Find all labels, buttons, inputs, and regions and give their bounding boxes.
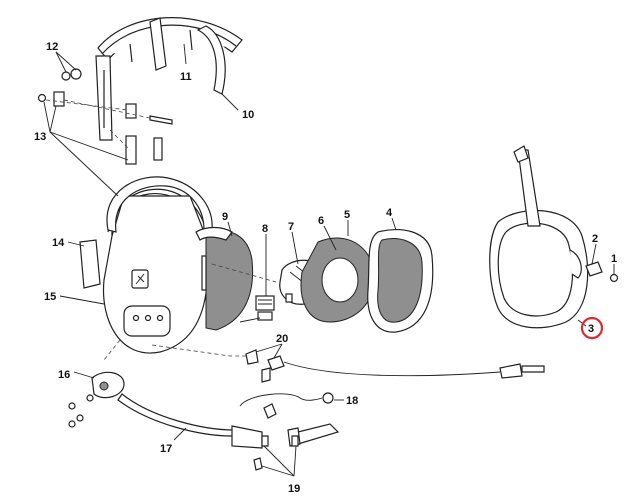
ear-cushion-part <box>367 229 434 333</box>
callout-16-label: 16 <box>58 369 70 381</box>
switch-part <box>239 295 275 323</box>
ear-cup-right-part[interactable] <box>489 145 589 329</box>
callout-13-label: 13 <box>34 131 46 143</box>
callout-9: 9 <box>222 211 233 237</box>
callout-8-label: 8 <box>262 223 268 235</box>
callout-20: 20 <box>255 333 288 359</box>
headband-arm-part <box>95 55 113 141</box>
logo-plate <box>131 269 149 289</box>
callout-11-label: 11 <box>180 71 192 83</box>
callout-2: 2 <box>591 233 598 265</box>
callout-8: 8 <box>262 223 268 296</box>
callout-14-label: 14 <box>52 237 65 249</box>
callout-16: 16 <box>58 369 95 381</box>
callout-7-label: 7 <box>288 221 294 233</box>
callout-11: 11 <box>180 43 192 83</box>
callout-20-label: 20 <box>276 333 288 345</box>
callout-3-highlighted[interactable]: 3 <box>577 316 604 340</box>
control-plate <box>123 305 171 337</box>
mic-cable-part <box>239 392 334 419</box>
callout-3-label: 3 <box>588 323 594 335</box>
callout-1-label: 1 <box>611 253 617 265</box>
callout-4-label: 4 <box>386 207 393 219</box>
callout-4: 4 <box>386 207 397 231</box>
callout-5-label: 5 <box>344 209 350 221</box>
callout-18: 18 <box>334 395 358 407</box>
boom-mic-part <box>91 371 340 449</box>
ear-cup-trim-part <box>79 239 101 289</box>
callout-12-label: 12 <box>46 41 58 53</box>
callout-7: 7 <box>288 221 299 265</box>
callout-17: 17 <box>160 427 187 455</box>
ear-seal-part <box>195 226 254 331</box>
callout-19: 19 <box>261 445 300 495</box>
mic-hardware-part <box>68 394 94 428</box>
callout-15-label: 15 <box>44 291 56 303</box>
callout-6: 6 <box>318 215 337 251</box>
highlight-ring <box>580 316 604 340</box>
callout-15: 15 <box>44 291 105 305</box>
callout-19-label: 19 <box>288 483 300 495</box>
callout-1: 1 <box>611 253 617 274</box>
callout-18-label: 18 <box>346 395 358 407</box>
callout-10-label: 10 <box>242 109 254 121</box>
callout-14: 14 <box>52 237 85 249</box>
clip-part <box>585 261 603 277</box>
callout-13: 13 <box>34 101 129 197</box>
callout-10: 10 <box>221 93 254 121</box>
callout-5: 5 <box>344 209 350 236</box>
callout-9-label: 9 <box>222 211 228 223</box>
callout-2-label: 2 <box>592 233 598 245</box>
callout-12: 12 <box>46 41 77 73</box>
callout-6-label: 6 <box>318 215 324 227</box>
foam-ring-part <box>300 237 375 323</box>
screw-part <box>609 273 619 283</box>
mic-screws-part <box>253 435 299 471</box>
callout-17-label: 17 <box>160 443 172 455</box>
cable-part <box>245 349 545 383</box>
